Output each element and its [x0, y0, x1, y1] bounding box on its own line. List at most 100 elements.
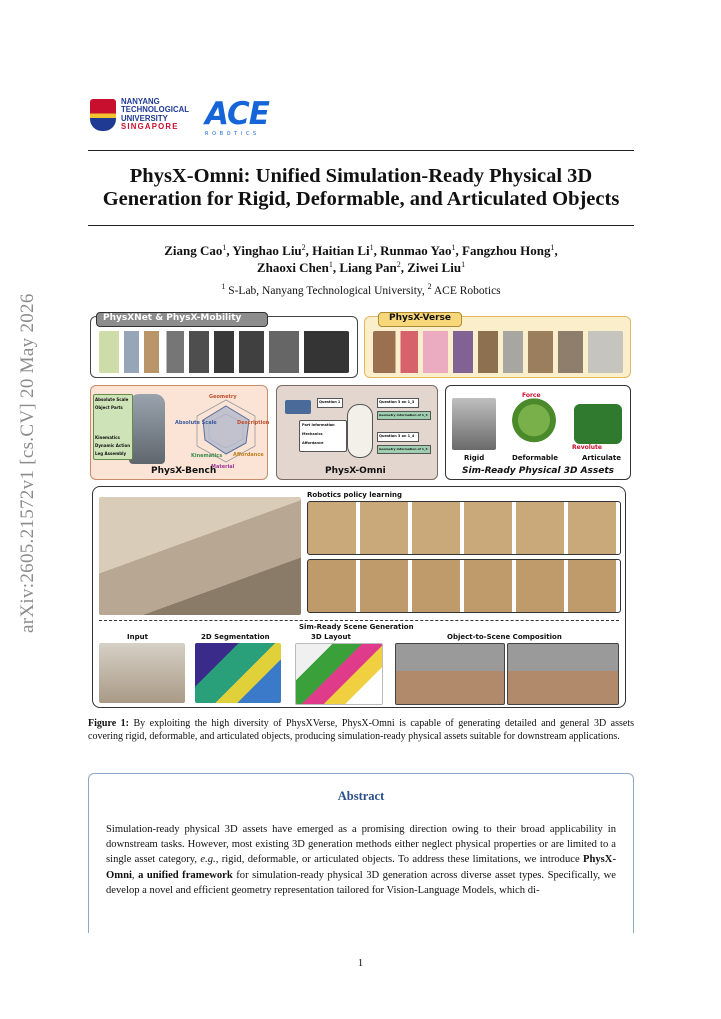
- omni-info-item: Mechanics: [302, 432, 323, 436]
- affiliation-text: S-Lab, Nanyang Technological University,: [225, 285, 428, 297]
- rigid-city-render: [452, 398, 496, 450]
- robotics-policy-label: Robotics policy learning: [307, 491, 402, 499]
- abstract-text-span: Simulation-ready physical 3D assets have…: [106, 824, 616, 866]
- physx-omni-label: PhysX-Omni: [325, 466, 386, 476]
- ntu-name-line: TECHNOLOGICAL: [121, 105, 190, 115]
- omni-info-card: Part Information Mechanics Affordance: [299, 420, 347, 452]
- force-label: Force: [522, 392, 541, 399]
- ace-logo-text: ACE: [205, 96, 270, 132]
- affiliation-mark: 1: [221, 282, 226, 291]
- paper-title: PhysX-Omni: Unified Simulation-Ready Phy…: [88, 165, 634, 211]
- figure-caption: Figure 1: By exploiting the high diversi…: [88, 718, 634, 743]
- abstract-text-span: a unified framework: [138, 869, 233, 881]
- physx-bench-panel: Absolute Scale Object Parts Kinematics D…: [90, 385, 269, 480]
- physx-omni-panel: Part Information Mechanics Affordance Qu…: [276, 385, 438, 480]
- radar-axis-label: Affordance: [233, 452, 264, 458]
- bench-list-item: Dynamic Action: [95, 443, 131, 448]
- omni-answer-box: Geometry information of 1_3: [377, 411, 431, 420]
- policy-frames-row-2: [307, 559, 621, 613]
- author-name: Ziang Cao: [164, 243, 223, 258]
- revolute-label: Revolute: [572, 444, 602, 451]
- title-line: PhysX-Omni: Unified Simulation-Ready Phy…: [129, 165, 593, 187]
- affiliations: 1 S-Lab, Nanyang Technological Universit…: [100, 282, 622, 298]
- radar-chart: [196, 399, 256, 463]
- title-top-rule: [88, 150, 634, 151]
- segmentation-map: [195, 643, 281, 703]
- abstract-text-span: , rigid, deformable, or articulated obje…: [215, 854, 584, 866]
- ntu-name-line: NANYANG: [121, 97, 160, 106]
- dashed-divider: [99, 620, 619, 621]
- omni-input-image: [285, 400, 311, 414]
- author-name: Yinghao Liu: [232, 243, 302, 258]
- bench-list-item: Absolute Scale: [95, 397, 129, 402]
- author-affiliation-mark: 1: [369, 243, 374, 252]
- composition-scene-2: [507, 643, 619, 705]
- abstract-heading: Abstract: [337, 789, 385, 803]
- policy-frames-row-1: [307, 501, 621, 555]
- ntu-logo: NANYANG TECHNOLOGICAL UNIVERSITY SINGAPO…: [90, 97, 202, 137]
- author-name: Liang Pan: [339, 260, 397, 275]
- pipeline-step-label: Object-to-Scene Composition: [447, 633, 562, 641]
- layout-3d: [295, 643, 383, 705]
- arxiv-sidebar-id: arXiv:2605.21572v1 [cs.CV] 20 May 2026: [17, 293, 38, 633]
- omni-info-item: Affordance: [302, 441, 324, 445]
- input-room-photo: [99, 643, 185, 703]
- author-name: Fangzhou Hong: [462, 243, 551, 258]
- author-affiliation-mark: 1: [451, 243, 456, 252]
- caption-label: Figure 1:: [88, 718, 129, 729]
- affiliation-text: ACE Robotics: [431, 285, 501, 297]
- ntu-name-line: UNIVERSITY: [121, 113, 168, 123]
- bench-list: Absolute Scale Object Parts Kinematics D…: [93, 394, 133, 460]
- omni-question: Question 1: [319, 400, 341, 404]
- abstract-text-span: for simulation-ready physical 3D generat…: [106, 869, 616, 896]
- omni-answer: Geometry information of 1_3: [379, 413, 428, 417]
- caption-text: By exploiting the high diversity of Phys…: [88, 718, 634, 742]
- ace-robotics-logo: ACE R O B O T I C S: [205, 99, 295, 139]
- physxverse-label: PhysX-Verse: [389, 313, 451, 323]
- bench-list-item: Object Parts: [95, 405, 123, 410]
- radar-grid: [196, 399, 256, 463]
- pipeline-step-label: 3D Layout: [311, 633, 351, 641]
- author-name: Ziwei Liu: [407, 260, 462, 275]
- physxnet-object-strip: [99, 331, 349, 373]
- abstract-text-span: e.g.: [200, 854, 216, 866]
- articulate-tractor-render: [574, 404, 622, 444]
- author-affiliation-mark: 2: [396, 260, 401, 269]
- asset-type-label: Deformable: [512, 454, 559, 462]
- sim-ready-assets-panel: Force Revolute Rigid Deformable Articula…: [445, 385, 631, 480]
- abstract-box: Abstract Simulation-ready physical 3D as…: [88, 773, 634, 933]
- radar-axis-label: Absolute Scale: [175, 420, 217, 426]
- omni-question-box: Question 1: [317, 398, 343, 408]
- sim-ready-assets-label: Sim-Ready Physical 3D Assets: [462, 466, 615, 476]
- figure-1: PhysXNet & PhysX-Mobility PhysX-Verse Ab…: [88, 310, 634, 710]
- radar-area: [202, 405, 250, 455]
- author-name: Haitian Li: [312, 243, 370, 258]
- asset-type-label: Articulate: [582, 454, 621, 462]
- omni-info-item: Part Information: [302, 423, 335, 427]
- title-bottom-rule: [88, 225, 634, 226]
- scene-generation-label: Sim-Ready Scene Generation: [299, 623, 414, 631]
- omni-answer-box: Geometry information of 1_4: [377, 445, 431, 454]
- ntu-crest-icon: [90, 99, 116, 131]
- omni-network-icon: [347, 404, 373, 458]
- radar-axis-label: Kinematics: [191, 453, 223, 459]
- omni-question-box: Question 3 on 1_3: [377, 398, 419, 408]
- asset-type-label: Rigid: [464, 454, 485, 462]
- bench-list-item: Kinematics: [95, 435, 120, 440]
- author-affiliation-mark: 1: [550, 243, 555, 252]
- omni-question: Question 3 on 1_3: [379, 400, 415, 404]
- title-line: Generation for Rigid, Deformable, and Ar…: [102, 188, 620, 210]
- omni-question: Question 3 on 1_4: [379, 434, 415, 438]
- physxnet-panel: [90, 316, 358, 378]
- radar-axis-label: Material: [211, 464, 235, 470]
- author-list: Ziang Cao1, Yinghao Liu2, Haitian Li1, R…: [164, 243, 558, 275]
- radar-axis-label: Geometry: [209, 394, 237, 400]
- affiliation-mark: 2: [427, 282, 432, 291]
- author-affiliation-mark: 1: [328, 260, 333, 269]
- physx-bench-label: PhysX-Bench: [151, 466, 217, 476]
- robot-room-render: [99, 497, 301, 615]
- abstract-text-span: ,: [131, 869, 139, 881]
- bench-list-item: Leg Assembly: [95, 451, 127, 456]
- robot-render: [129, 394, 165, 464]
- physxverse-object-strip: [373, 331, 623, 373]
